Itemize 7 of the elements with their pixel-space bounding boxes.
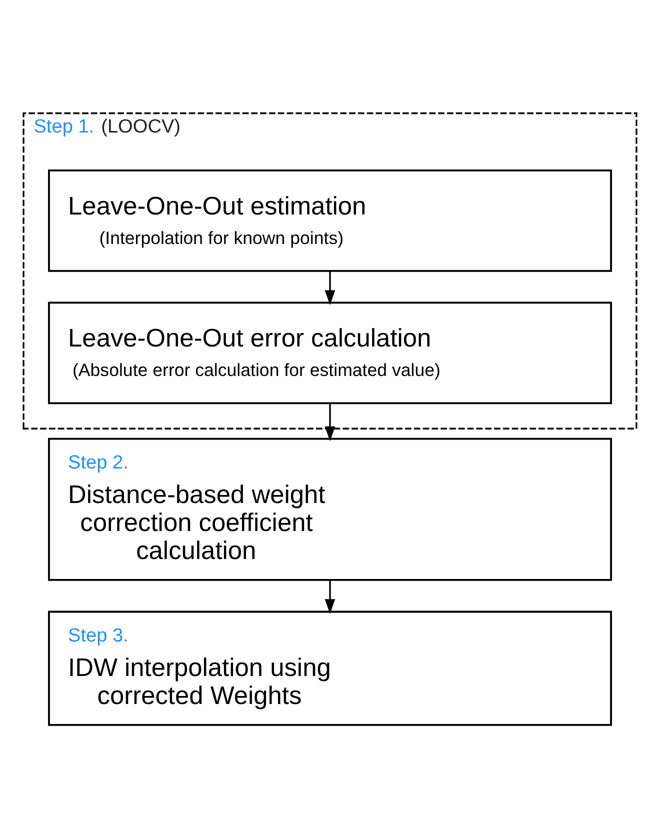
node-box: Step 3. IDW interpolation using corrected Weights bbox=[48, 610, 612, 726]
arrow bbox=[324, 403, 336, 442]
arrow bbox=[324, 580, 336, 614]
node-box: Leave-One-Out estimation (Interpolation for known points) bbox=[48, 170, 612, 272]
node-box: Leave-One-Out error calculation (Absolute error calculation for estimated value) bbox=[48, 302, 612, 404]
node-box: Step 2. Distance-based weight correction coefficient calculation bbox=[48, 438, 612, 581]
arrow bbox=[324, 271, 336, 306]
